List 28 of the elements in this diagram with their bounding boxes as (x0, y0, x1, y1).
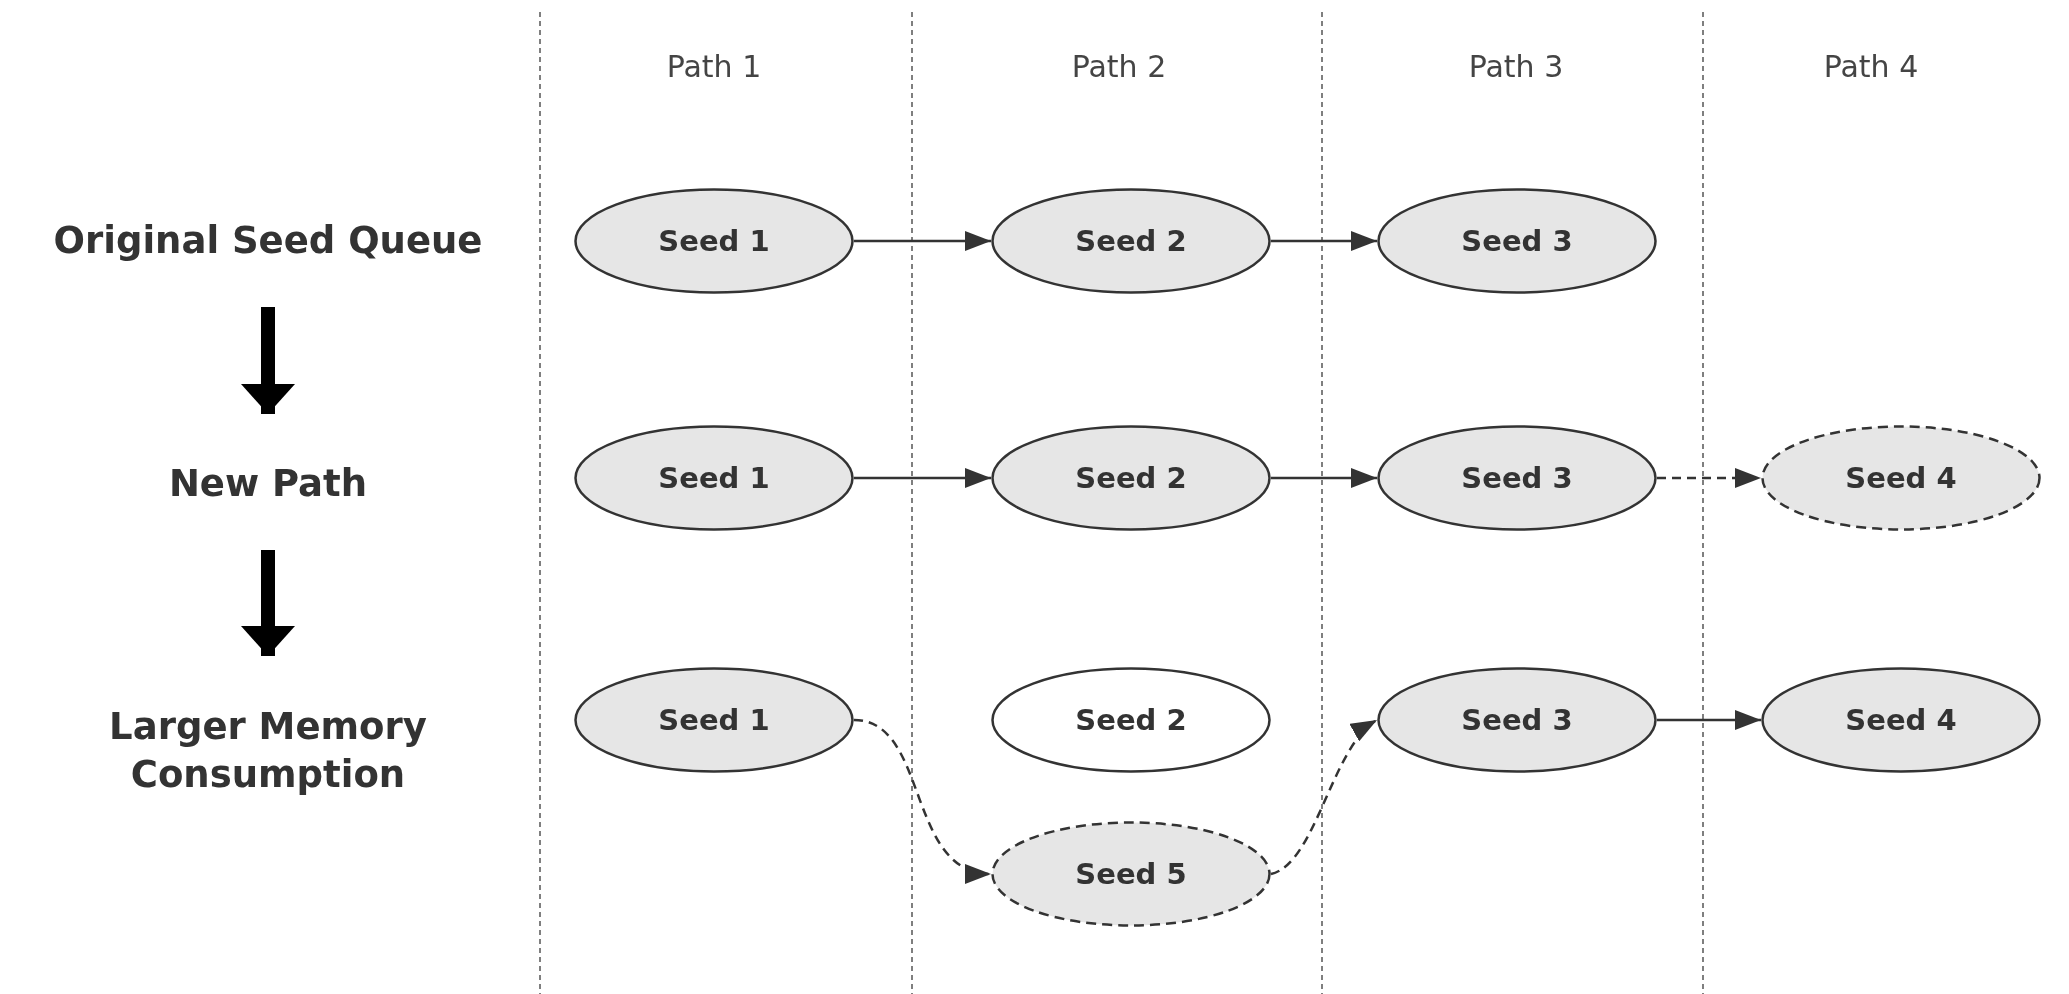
arrow (1657, 710, 1761, 730)
arrow (1271, 231, 1377, 251)
arrow (854, 231, 991, 251)
down-arrow (241, 307, 295, 414)
seed-label: Seed 5 (1075, 857, 1187, 891)
arrow (1271, 468, 1377, 488)
down-arrow (241, 550, 295, 656)
seed-label: Seed 1 (658, 224, 770, 258)
column-header: Path 4 (1823, 48, 1919, 84)
column-header: Path 2 (1071, 48, 1167, 84)
row-label: New Path (168, 460, 368, 507)
seed-label: Seed 3 (1461, 224, 1573, 258)
row-label: Larger Memory Consumption (108, 703, 428, 798)
column-header: Path 3 (1468, 48, 1564, 84)
arrow (1270, 719, 1378, 876)
seed-label: Seed 2 (1075, 461, 1187, 495)
seed-label: Seed 1 (658, 461, 770, 495)
row-label: Original Seed Queue (53, 217, 483, 264)
seed-label: Seed 1 (658, 703, 770, 737)
seed-label: Seed 2 (1075, 224, 1187, 258)
arrow (854, 468, 991, 488)
seed-label: Seed 4 (1845, 461, 1957, 495)
arrow (1657, 468, 1761, 488)
seed-label: Seed 3 (1461, 461, 1573, 495)
seed-label: Seed 2 (1075, 703, 1187, 737)
seed-label: Seed 4 (1845, 703, 1957, 737)
seed-label: Seed 3 (1461, 703, 1573, 737)
column-header: Path 1 (666, 48, 762, 84)
